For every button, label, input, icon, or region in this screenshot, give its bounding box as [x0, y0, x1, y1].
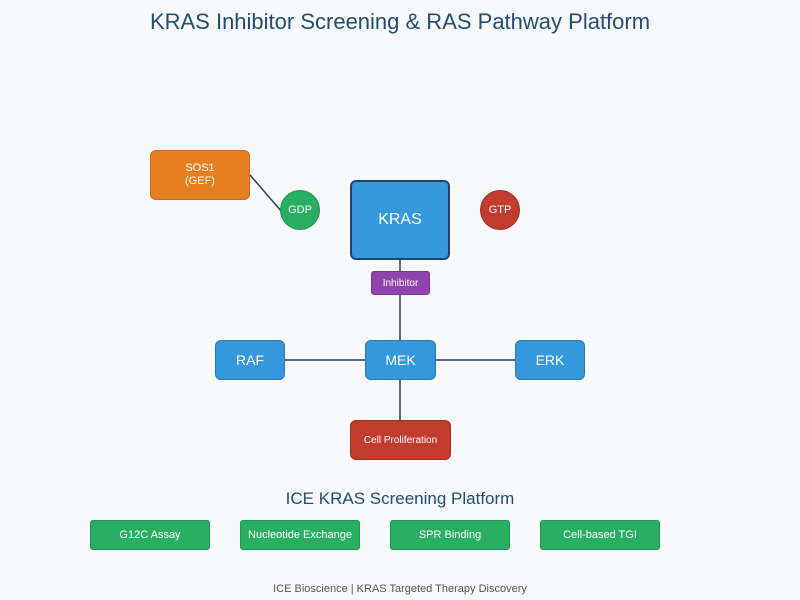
inhibitor-badge[interactable]: Inhibitor [371, 271, 430, 295]
sos1-label: SOS1 [185, 162, 215, 174]
gef-label: (GEF) [185, 175, 215, 187]
sos1-gef-node[interactable]: SOS1 (GEF) [150, 150, 250, 200]
cell-based-tgi-button[interactable]: Cell-based TGI [540, 520, 660, 550]
platform-title: ICE KRAS Screening Platform [285, 489, 515, 508]
kras-node[interactable]: KRAS [350, 180, 450, 260]
footer-text: ICE Bioscience | KRAS Targeted Therapy D… [273, 583, 527, 595]
mek-node[interactable]: MEK [365, 340, 436, 380]
gtp-node[interactable]: GTP [480, 190, 520, 230]
page-title: KRAS Inhibitor Screening & RAS Pathway P… [149, 9, 651, 34]
spr-binding-button[interactable]: SPR Binding [390, 520, 510, 550]
erk-node[interactable]: ERK [515, 340, 585, 380]
gdp-node[interactable]: GDP [280, 190, 320, 230]
sos1-gdp-connector [249, 174, 283, 213]
raf-node[interactable]: RAF [215, 340, 285, 380]
g12c-assay-button[interactable]: G12C Assay [90, 520, 210, 550]
nucleotide-exchange-button[interactable]: Nucleotide Exchange [240, 520, 360, 550]
cell-proliferation-node[interactable]: Cell Proliferation [350, 420, 451, 460]
